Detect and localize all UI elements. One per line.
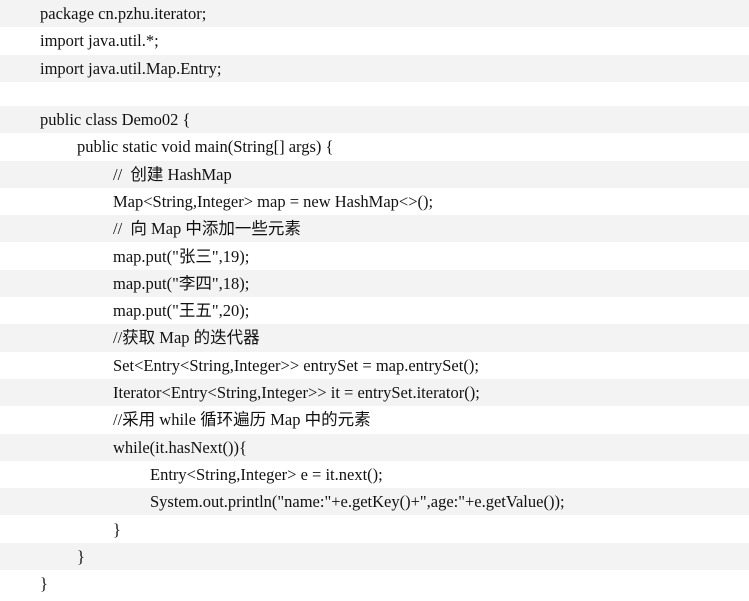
code-line: //获取 Map 的迭代器 xyxy=(0,324,749,352)
code-line: } xyxy=(0,570,749,598)
code-line: map.put("王五",20); xyxy=(0,297,749,325)
code-line: // 向 Map 中添加一些元素 xyxy=(0,215,749,243)
code-line: // 创建 HashMap xyxy=(0,160,749,188)
code-line: package cn.pzhu.iterator; xyxy=(0,0,749,28)
code-line: Map<String,Integer> map = new HashMap<>(… xyxy=(0,187,749,216)
code-line: } xyxy=(0,542,749,571)
code-line: Entry<String,Integer> e = it.next(); xyxy=(0,460,749,489)
code-line: import java.util.*; xyxy=(0,27,749,55)
code-line: System.out.println("name:"+e.getKey()+",… xyxy=(0,488,749,516)
code-line xyxy=(0,81,749,110)
code-line: while(it.hasNext()){ xyxy=(0,433,749,461)
code-line: public class Demo02 { xyxy=(0,106,749,134)
code-line: map.put("李四",18); xyxy=(0,269,749,298)
code-line: map.put("张三",19); xyxy=(0,242,749,270)
code-line: Iterator<Entry<String,Integer>> it = ent… xyxy=(0,379,749,407)
code-line: } xyxy=(0,515,749,543)
code-line: public static void main(String[] args) { xyxy=(0,133,749,161)
code-line: Set<Entry<String,Integer>> entrySet = ma… xyxy=(0,351,749,379)
code-line: import java.util.Map.Entry; xyxy=(0,54,749,82)
code-line: //采用 while 循环遍历 Map 中的元素 xyxy=(0,406,749,434)
